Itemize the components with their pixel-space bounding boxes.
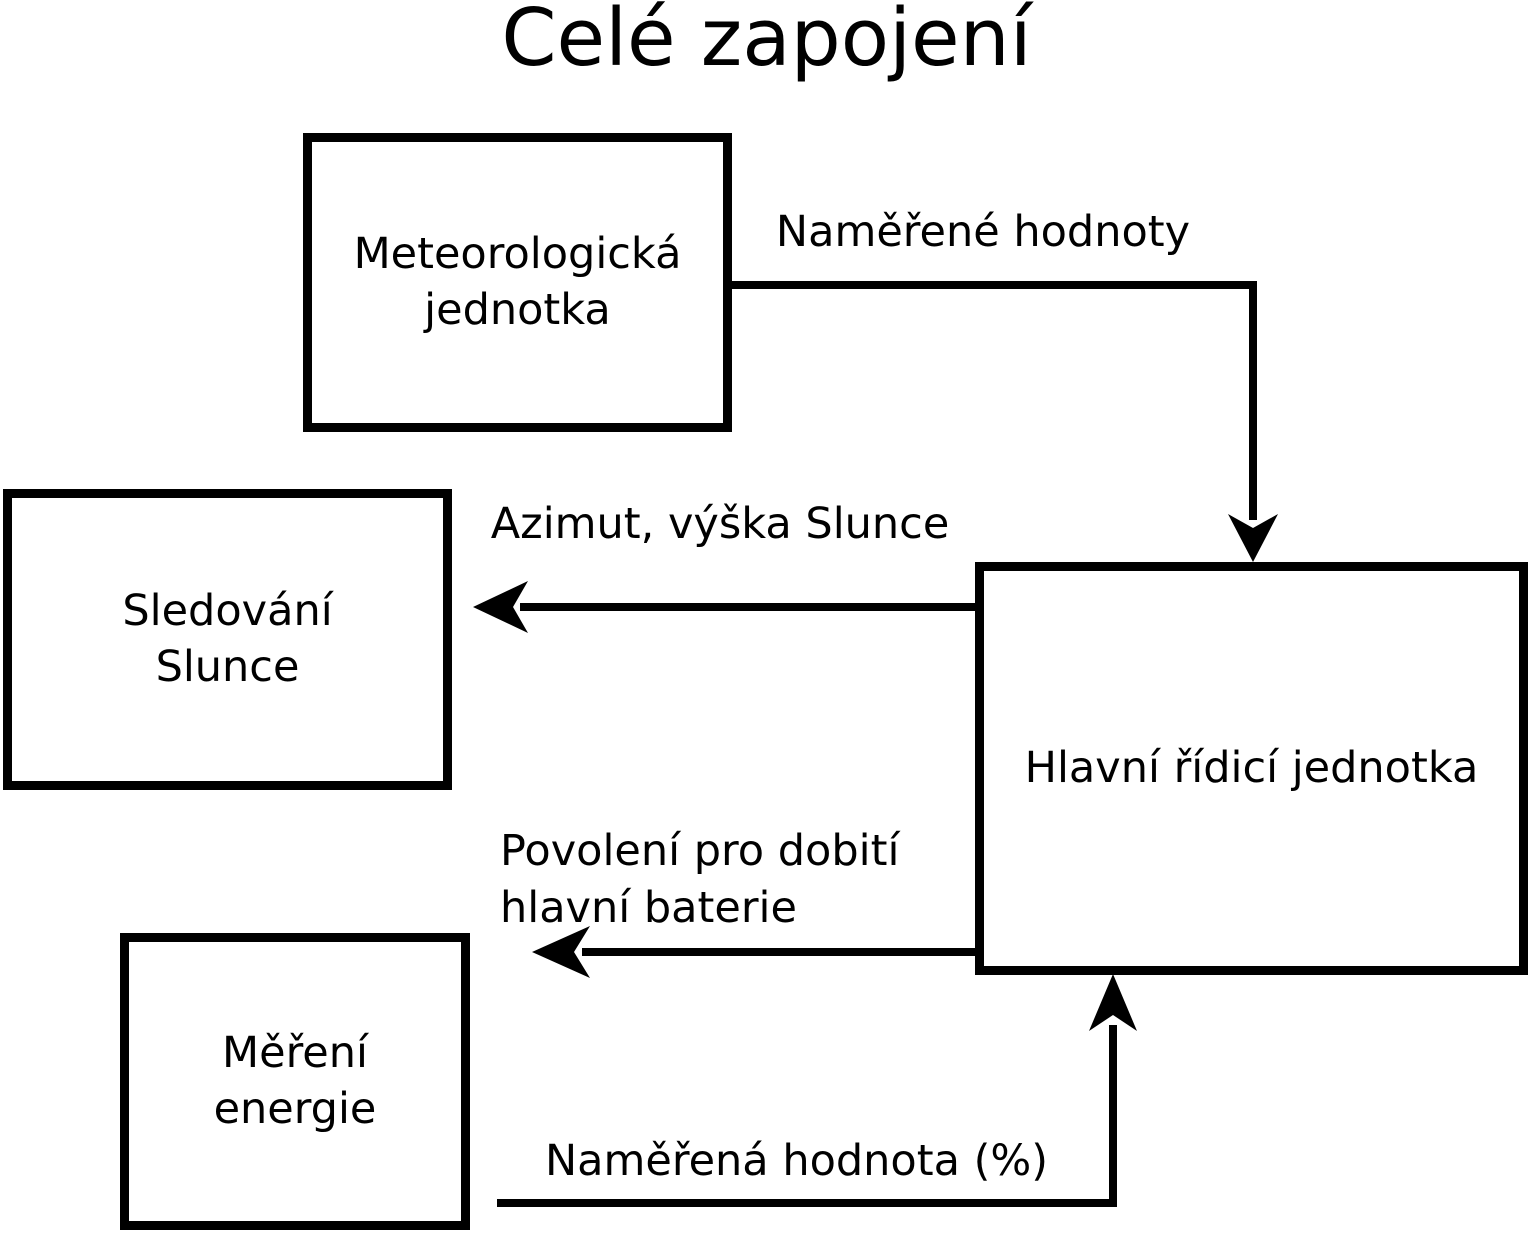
arrowhead-up-icon	[1089, 974, 1137, 1031]
node-hlavni-ridici-jednotka: Hlavní řídicí jednotka	[975, 562, 1528, 975]
node-meteorologicka-jednotka-label: Meteorologická jednotka	[353, 228, 682, 335]
node-sledovani-slunce-label: Sledování Slunce	[122, 585, 333, 692]
edge-azimut-vyska-slunce	[473, 581, 978, 633]
edge-label-azimut-vyska-slunce: Azimut, výška Slunce	[490, 499, 950, 549]
node-mereni-energie: Měření energie	[120, 933, 470, 1230]
edge-line	[728, 281, 1257, 520]
diagram-title: Celé zapojení	[501, 0, 1032, 84]
node-mereni-energie-label: Měření energie	[213, 1027, 377, 1134]
edge-label-povoleni-pro-dobiti: Povolení pro dobití hlavní baterie	[500, 826, 900, 933]
node-meteorologicka-jednotka: Meteorologická jednotka	[303, 133, 732, 432]
edge-label-namerena-hodnota: Naměřená hodnota (%)	[545, 1136, 1049, 1186]
node-sledovani-slunce: Sledování Slunce	[3, 489, 452, 790]
edge-label-namerene-hodnoty: Naměřené hodnoty	[775, 207, 1191, 257]
arrowhead-left-icon	[473, 581, 528, 633]
arrowhead-down-icon	[1228, 514, 1278, 562]
node-hlavni-ridici-jednotka-label: Hlavní řídicí jednotka	[1024, 742, 1479, 793]
